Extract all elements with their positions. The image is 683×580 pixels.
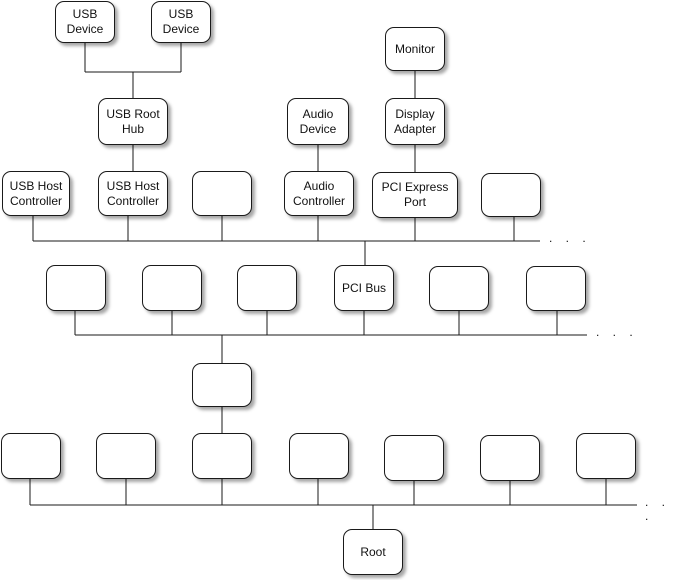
empty-node — [142, 265, 202, 311]
empty-node — [237, 265, 297, 311]
empty-node — [192, 363, 252, 407]
audio-device-node: Audio Device — [287, 98, 349, 145]
pci-express-port-node: PCI Express Port — [372, 172, 458, 218]
empty-node — [526, 266, 586, 311]
usb-root-hub-node: USB Root Hub — [98, 98, 168, 145]
usb-device-node-1: USB Device — [55, 1, 115, 43]
usb-host-controller-node-1: USB Host Controller — [2, 171, 70, 216]
empty-node — [192, 433, 252, 479]
empty-node — [1, 433, 61, 479]
usb-host-controller-node-2: USB Host Controller — [98, 171, 168, 216]
empty-node — [429, 266, 489, 311]
ellipsis-top-bus: . . . — [549, 231, 591, 245]
audio-controller-node: Audio Controller — [284, 171, 354, 216]
display-adapter-node: Display Adapter — [385, 98, 445, 145]
ellipsis-middle-bus: . . . — [596, 325, 638, 339]
empty-node — [480, 435, 540, 481]
empty-node — [384, 435, 444, 481]
pci-bus-node: PCI Bus — [334, 265, 394, 311]
monitor-node: Monitor — [385, 27, 445, 71]
usb-device-node-2: USB Device — [151, 1, 211, 43]
empty-node — [481, 173, 541, 217]
empty-node — [46, 265, 106, 311]
ellipsis-bottom-bus: . . . — [645, 495, 671, 523]
empty-node — [289, 433, 349, 479]
empty-node — [192, 171, 252, 216]
root-node: Root — [343, 529, 403, 575]
empty-node — [96, 433, 156, 479]
empty-node — [576, 433, 636, 479]
